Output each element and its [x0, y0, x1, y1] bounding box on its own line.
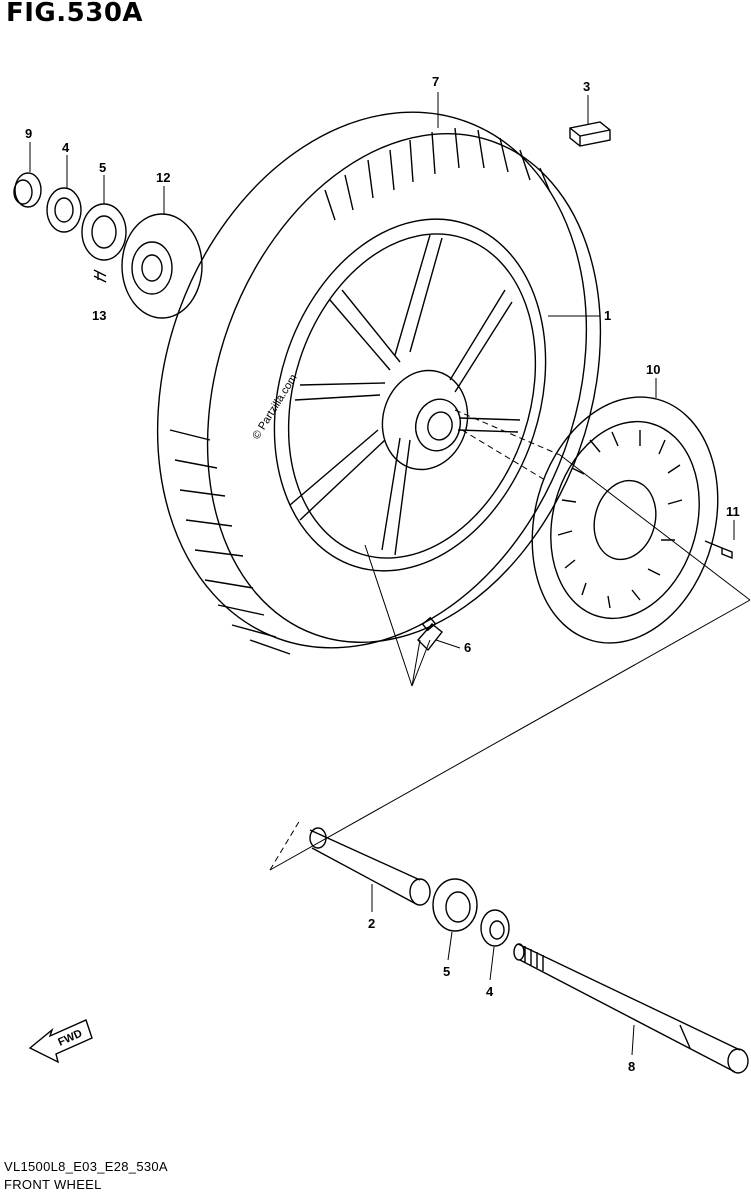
callout-4b: 4 — [486, 984, 494, 999]
oil-seal-lower — [480, 909, 510, 947]
balance-weight — [569, 121, 611, 147]
callout-12: 12 — [156, 170, 170, 185]
callout-4a: 4 — [62, 140, 70, 155]
callout-11: 11 — [726, 504, 740, 519]
wheel-rim — [273, 218, 547, 572]
callout-9: 9 — [25, 126, 32, 141]
figure-code: VL1500L8_E03_E28_530A — [4, 1159, 168, 1174]
callout-5b: 5 — [443, 964, 450, 979]
figure-name: FRONT WHEEL — [4, 1177, 102, 1192]
callout-6: 6 — [464, 640, 471, 655]
valve — [417, 616, 443, 652]
callout-5a: 5 — [99, 160, 106, 175]
left-hub-parts — [13, 172, 203, 319]
callout-2: 2 — [368, 916, 375, 931]
axle-spacer — [309, 827, 431, 906]
leader-lines — [29, 92, 735, 1056]
guide-lines — [269, 409, 751, 871]
fwd-arrow-icon — [28, 1019, 93, 1064]
brake-disc — [531, 396, 719, 644]
callout-1: 1 — [604, 308, 611, 323]
callout-13: 13 — [92, 308, 106, 323]
front-axle — [513, 943, 749, 1074]
callout-10: 10 — [646, 362, 660, 377]
bearing-lower — [432, 878, 478, 932]
callout-7: 7 — [432, 74, 439, 89]
callout-8: 8 — [628, 1059, 635, 1074]
tire — [156, 111, 602, 655]
disc-bolt — [704, 540, 733, 560]
callout-3: 3 — [583, 79, 590, 94]
figure-title: FIG.530A — [6, 0, 144, 28]
